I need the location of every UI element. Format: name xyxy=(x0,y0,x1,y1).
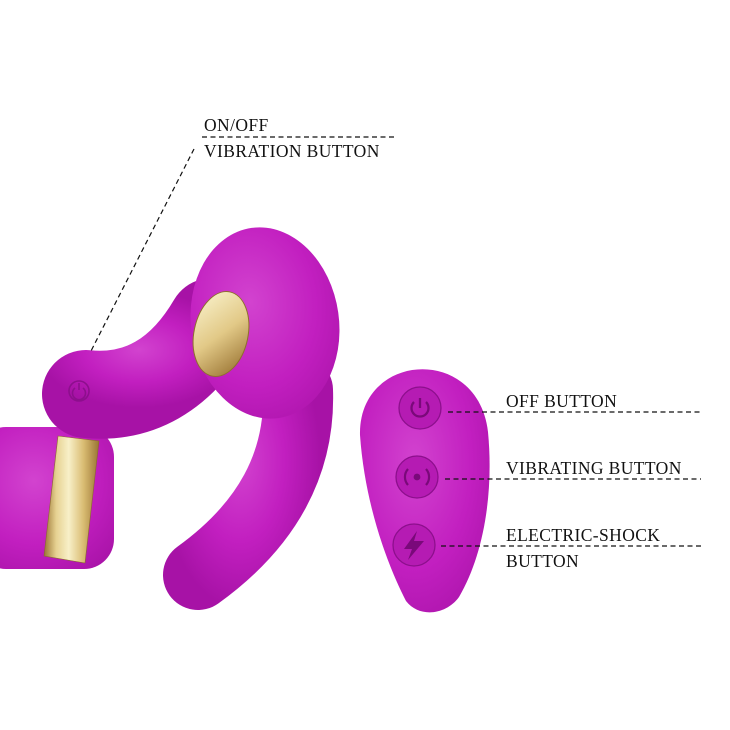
device-tail xyxy=(163,355,334,610)
power-icon xyxy=(410,398,430,418)
callout-lines xyxy=(90,136,701,547)
callout-line-vibration-diagonal xyxy=(90,148,195,352)
remote-shock-button xyxy=(392,523,436,567)
power-icon xyxy=(68,380,90,402)
remote-vibrating-button xyxy=(395,455,439,499)
lightning-icon xyxy=(404,531,424,560)
device-vibration-button xyxy=(192,291,250,377)
gold-band xyxy=(43,435,100,564)
label-electric-shock-2: BUTTON xyxy=(506,551,580,571)
label-electric-shock: ELECTRIC-SHOCK xyxy=(506,525,661,545)
vibrate-icon xyxy=(403,468,431,486)
label-off-button: OFF BUTTON xyxy=(506,391,618,411)
remote-control xyxy=(359,369,490,613)
label-vibrating-button: VIBRATING BUTTON xyxy=(506,458,682,478)
label-on-off: ON/OFF xyxy=(204,115,269,135)
label-vibration-button: VIBRATION BUTTON xyxy=(204,141,380,161)
remote-off-button xyxy=(398,386,442,430)
device-body xyxy=(0,227,340,610)
